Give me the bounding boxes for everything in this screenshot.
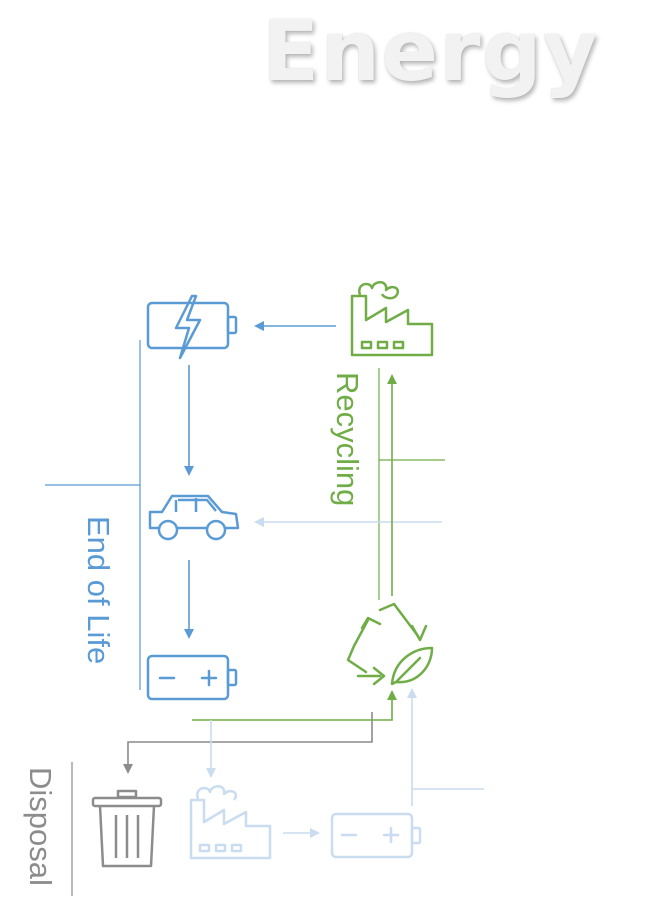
arrow-battery-to-recycle	[192, 690, 397, 721]
battery-icon	[146, 654, 238, 701]
faded-factory-icon	[189, 785, 272, 860]
car-icon	[148, 494, 240, 541]
trash-can-icon	[91, 789, 163, 868]
recycling-bracket	[378, 368, 445, 600]
charging-battery-icon	[146, 294, 238, 360]
end-of-life-label: End of Life	[81, 516, 116, 665]
arrow-to-disposal	[123, 712, 373, 774]
disposal-label: Disposal	[23, 767, 58, 886]
flow-arrows	[123, 321, 484, 838]
faded-battery-icon	[330, 812, 422, 859]
recycle-leaf-icon	[346, 602, 434, 686]
end-of-life-bracket	[45, 340, 141, 690]
factory-icon	[350, 281, 434, 357]
recycling-label: Recycling	[330, 372, 365, 507]
page-title: Energy	[262, 2, 599, 100]
